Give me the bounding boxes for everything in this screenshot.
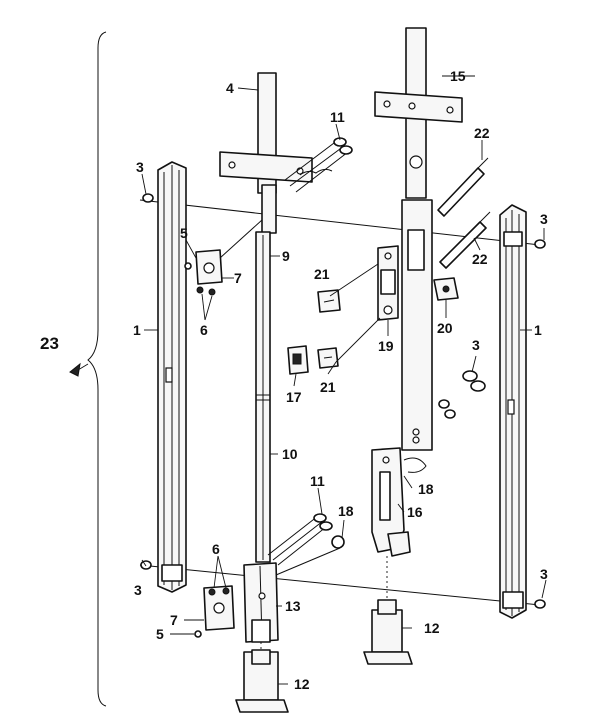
label-9: 9 — [282, 248, 290, 264]
label-3-bottom-right: 3 — [540, 566, 548, 582]
bottom-dashed-axis — [139, 564, 541, 606]
label-1-right: 1 — [534, 322, 542, 338]
label-19: 19 — [378, 338, 394, 354]
left-side-rail — [157, 161, 187, 593]
label-13: 13 — [285, 598, 301, 614]
label-3-top-left: 3 — [136, 159, 144, 175]
label-22-bottom: 22 — [472, 251, 488, 267]
right-presser-foot — [363, 599, 413, 665]
label-4: 4 — [226, 80, 234, 96]
small-screws — [140, 193, 546, 609]
small-block — [433, 277, 459, 301]
label-18-left: 18 — [338, 503, 354, 519]
label-12-right: 12 — [424, 620, 440, 636]
label-17: 17 — [286, 389, 302, 405]
lower-clamp-plate — [194, 585, 235, 638]
label-11-top: 11 — [330, 109, 345, 125]
label-11-bottom: 11 — [310, 473, 325, 489]
label-5-top: 5 — [180, 225, 188, 241]
label-18-right: 18 — [418, 481, 434, 497]
label-5-bottom: 5 — [156, 626, 164, 642]
upper-thread-guides — [284, 137, 353, 193]
label-21-bottom: 21 — [320, 379, 336, 395]
label-3-bottom-left: 3 — [134, 582, 142, 598]
label-20: 20 — [437, 320, 453, 336]
slide-bracket — [377, 245, 399, 321]
lower-slide-link — [371, 447, 427, 557]
label-23: 23 — [40, 334, 59, 353]
label-1-left: 1 — [133, 322, 141, 338]
part-labels: 4 15 11 22 3 5 9 3 22 7 21 6 20 1 1 23 1… — [40, 68, 548, 692]
right-screws — [438, 370, 486, 419]
lower-spacer — [317, 347, 339, 369]
label-3-top-right: 3 — [540, 211, 548, 227]
assembly-brace — [87, 31, 107, 707]
label-7-bottom: 7 — [170, 612, 178, 628]
lower-thread-guides — [267, 513, 345, 576]
right-side-rail — [499, 204, 527, 619]
label-7-top: 7 — [234, 270, 242, 286]
leader-lines — [77, 75, 547, 685]
needle-bar-rod — [255, 231, 271, 563]
label-22-top: 22 — [474, 125, 490, 141]
upper-needle-bar-assembly — [219, 72, 313, 234]
clip-part — [287, 345, 309, 375]
label-16: 16 — [407, 504, 423, 520]
assembly-arrow-icon — [69, 362, 81, 377]
label-15: 15 — [450, 68, 466, 84]
label-10: 10 — [282, 446, 298, 462]
upper-spacer — [317, 289, 341, 313]
central-slide-plate — [401, 199, 433, 451]
label-6-top: 6 — [200, 322, 208, 338]
label-6-bottom: 6 — [212, 541, 220, 557]
label-21-top: 21 — [314, 266, 330, 282]
upper-clamp-plate — [184, 219, 263, 296]
left-presser-foot — [235, 649, 289, 713]
guide-pins — [437, 157, 491, 269]
label-3-mid-right: 3 — [472, 337, 480, 353]
label-12-left: 12 — [294, 676, 310, 692]
presser-bar-assembly — [374, 27, 463, 199]
lower-needle-block — [243, 562, 279, 643]
